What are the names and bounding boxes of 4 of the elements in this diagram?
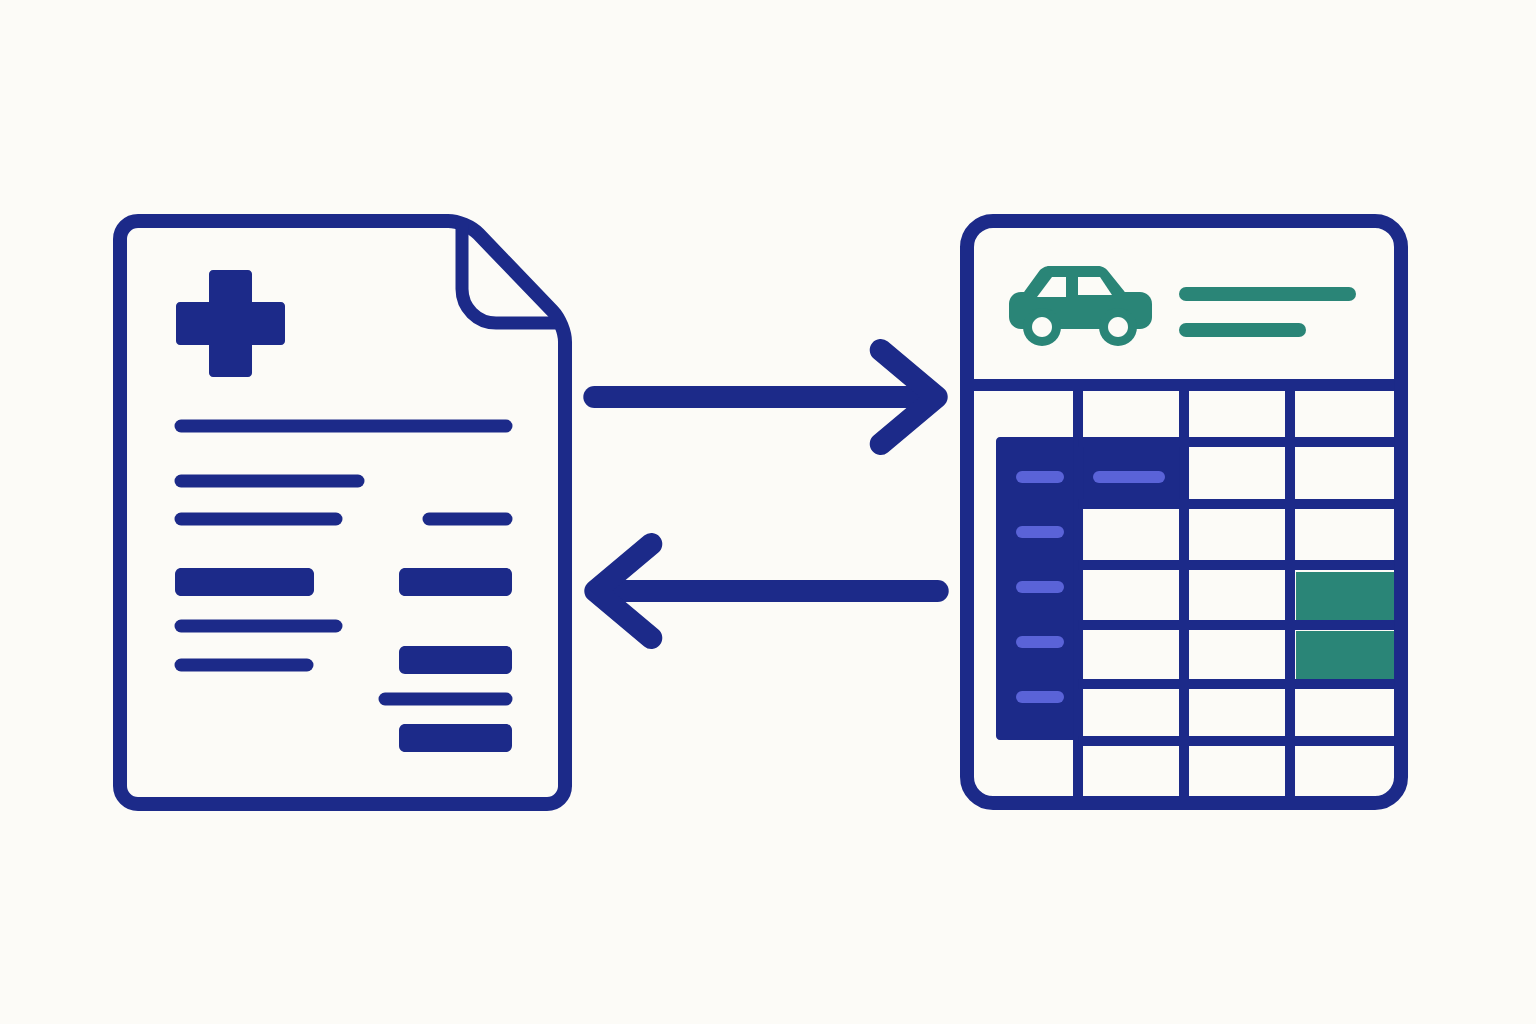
arrow	[584, 533, 949, 649]
car-data-table-icon	[960, 214, 1408, 810]
medical-document-icon	[113, 214, 572, 811]
arrow	[583, 339, 948, 455]
